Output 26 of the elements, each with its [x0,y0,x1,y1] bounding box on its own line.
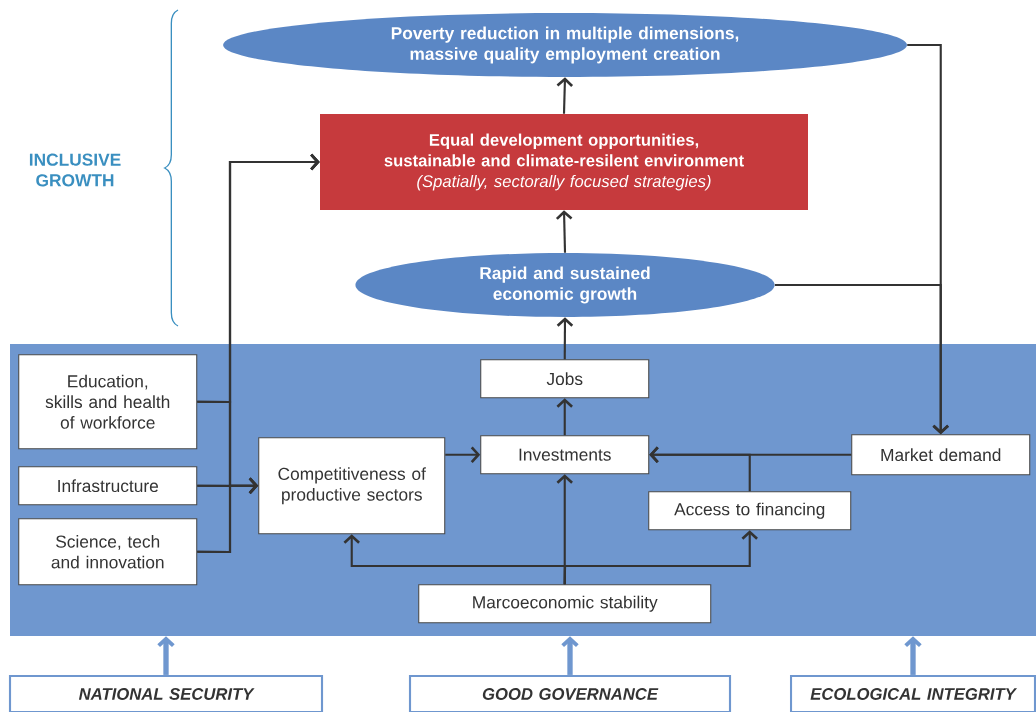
strategy-box: Equal development opportunities, sustainable and climate-resilent environment (Spatially, sectorally focused strategies) [320,114,808,210]
arrow [649,446,751,492]
process-box: Market demand [851,434,1031,476]
arrow [556,77,574,114]
arrow [563,530,758,585]
process-box: Investments [480,435,650,475]
foundation-box: GOOD GOVERNANCE [408,674,732,712]
process-box: Marcoeconomic stability [418,584,712,624]
process-box: Education, skills and health of workforce [18,354,198,450]
group-label: INCLUSIVE GROWTH [29,153,121,187]
process-box: Infrastructure [18,466,198,506]
arrow [445,446,481,463]
arrow [556,317,574,360]
arrow [555,210,573,253]
arrow [561,636,579,675]
arrow [556,398,573,436]
arrow [904,636,922,675]
arrow [157,636,175,675]
arrow [197,477,259,554]
process-box: Access to financing [648,491,852,531]
arrow [774,283,949,435]
process-box: Science, tech and innovation [18,518,198,586]
process-box: Jobs [480,359,650,399]
foundation-box: ECOLOGICAL INTEGRITY [789,674,1036,712]
foundation-box: NATIONAL SECURITY [8,674,324,712]
process-box: Competitiveness of productive sectors [258,437,446,535]
